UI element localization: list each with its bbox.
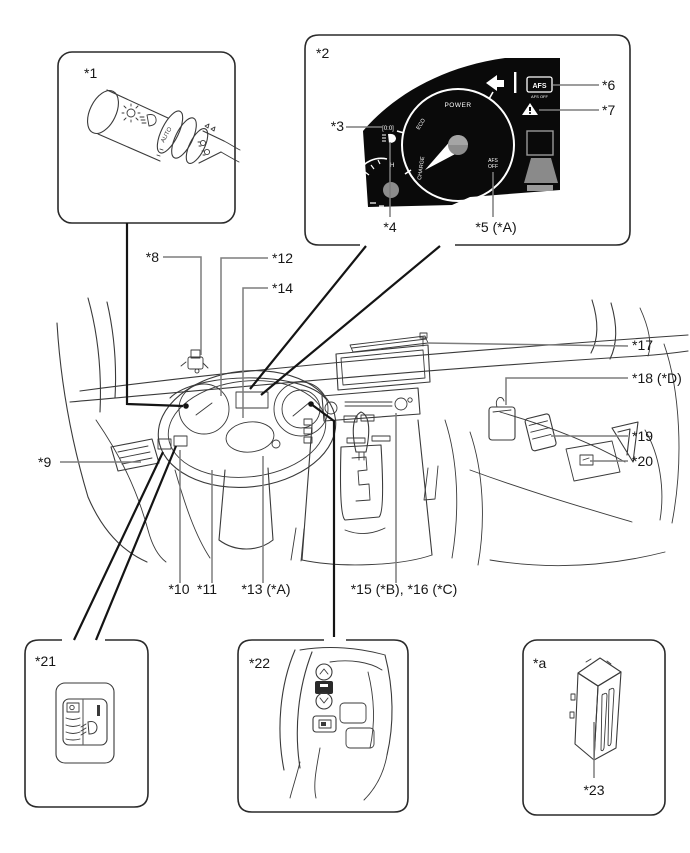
callout-10: *10 <box>168 581 189 597</box>
hanging-ecu-component <box>488 397 516 441</box>
cluster-background <box>363 58 560 207</box>
connector-box22 <box>310 403 336 637</box>
turn-signal-arrow-icon <box>486 75 504 91</box>
callout-8: *8 <box>146 249 159 265</box>
volume-up-button <box>315 663 333 681</box>
eco-zone-label: ECO <box>416 117 428 131</box>
inset-frame <box>24 639 149 808</box>
afs-off-indicator-line1: AFS <box>488 158 498 164</box>
leader-18 <box>505 377 628 405</box>
power-gauge-label: POWER <box>444 102 471 109</box>
inset-light-control-switch: *1 AUTO <box>57 51 241 224</box>
side-vent-grille <box>110 438 160 472</box>
headlight-symbol-icon <box>139 114 157 127</box>
lights-off-sun-icon <box>121 103 141 123</box>
warning-triangle-icon <box>522 103 538 115</box>
leader-12 <box>220 257 268 396</box>
callout-3: *3 <box>331 118 344 134</box>
lower-panel-switch <box>173 435 188 447</box>
callout-6: *6 <box>602 77 615 93</box>
gauge-hub-highlight <box>448 135 468 145</box>
passenger-switch-panel <box>565 440 621 482</box>
callout-13: *13 (*A) <box>241 581 290 597</box>
display-button <box>312 715 337 733</box>
callout-23: *23 <box>583 782 604 798</box>
inset-steering-switches: *22 <box>237 639 409 813</box>
callout-2: *2 <box>316 45 329 61</box>
inset-leveling-switch: *21 <box>24 639 149 808</box>
inset-instrument-cluster: *2 POWER ECO CHARGE AFS OFF H [0:0] <box>304 34 631 246</box>
afs-indicator-subtext: AFS OFF <box>531 94 548 99</box>
afs-swivel-icon: [0:0] <box>382 126 394 132</box>
inset-frame <box>57 51 236 224</box>
leveling-headlight-icon <box>80 721 98 736</box>
steering-switch-drawing <box>279 647 393 801</box>
callout-5: *5 (*A) <box>475 219 516 235</box>
inset-frame <box>237 639 409 813</box>
leader-14 <box>242 287 268 418</box>
temp-gauge: H <box>354 157 399 207</box>
temp-gauge-hub <box>383 182 399 198</box>
ecu-module-drawing <box>569 657 622 761</box>
charge-zone-label: CHARGE <box>417 156 426 180</box>
inset-ecu-module: *a *23 <box>522 639 666 816</box>
light-stalk-drawing: AUTO <box>87 89 241 164</box>
callout-18: *18 (*D) <box>632 370 682 386</box>
leveling-switch-drawing <box>55 682 115 764</box>
callout-22: *22 <box>249 655 270 671</box>
dashboard-drawing <box>56 297 689 566</box>
mode-button <box>315 681 333 694</box>
leader-8 <box>163 256 202 355</box>
callout-9: *9 <box>38 454 51 470</box>
callout-12: *12 <box>272 250 293 266</box>
callout-4: *4 <box>383 219 396 235</box>
callout-20: *20 <box>632 453 653 469</box>
inset-frame <box>304 34 631 246</box>
lower-panel-switch <box>157 438 172 450</box>
headlight-indicator-icon <box>382 133 396 143</box>
callout-14: *14 <box>272 280 293 296</box>
connector-box1 <box>125 223 184 408</box>
temp-h-label: H <box>390 163 394 169</box>
multi-info-display <box>524 130 558 191</box>
callout-19: *19 <box>632 428 653 444</box>
relay-component <box>524 413 557 452</box>
callout-11: *11 <box>197 581 217 597</box>
callout-15-16: *15 (*B), *16 (*C) <box>351 581 458 597</box>
connector-box21 <box>73 445 178 641</box>
callout-1: *1 <box>84 65 97 81</box>
callout-connectors <box>60 223 629 641</box>
callout-7: *7 <box>602 102 615 118</box>
callout-a: *a <box>533 655 546 671</box>
volume-down-button <box>315 692 333 710</box>
fog-light-icons <box>197 123 216 156</box>
leader-17 <box>426 342 629 347</box>
light-control-ecu-component <box>180 349 209 374</box>
connector-dot <box>183 403 189 409</box>
afs-indicator: AFS AFS OFF <box>526 76 553 99</box>
power-gauge-ring <box>401 88 515 202</box>
callout-17: *17 <box>632 337 653 353</box>
connector-box2 <box>249 245 441 396</box>
inset-frame <box>522 639 666 816</box>
cluster-divider-bar <box>514 72 517 93</box>
audio-knob <box>394 397 408 411</box>
afs-off-indicator-line2: OFF <box>488 164 498 170</box>
afs-indicator-text: AFS <box>533 83 547 90</box>
dash-top-sensor <box>419 332 428 347</box>
callout-labels: *8 *12 *14 *9 *10 *11 *13 (*A) *15 (*B),… <box>38 249 682 597</box>
callout-21: *21 <box>35 653 56 669</box>
